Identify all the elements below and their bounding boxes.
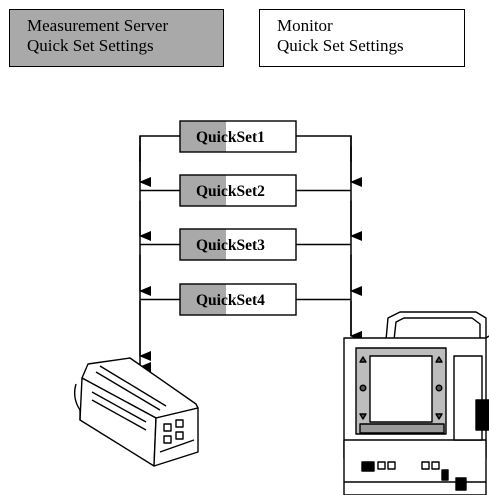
quickset-monitor-segment — [226, 121, 296, 152]
quickset-label: QuickSet1 — [196, 129, 265, 146]
left-top-connector — [139, 135, 180, 162]
quickset-label-server-part: Qui — [196, 237, 222, 254]
quickset-monitor-segment — [226, 284, 296, 315]
quickset-label-monitor-part: ckSet1 — [221, 129, 265, 146]
quickset-label: QuickSet3 — [196, 237, 265, 254]
quickset-label: QuickSet4 — [196, 292, 265, 309]
legend-server-line2: Quick Set Settings — [27, 36, 154, 55]
legend-monitor: Monitor Quick Set Settings — [259, 9, 465, 67]
quickset-label-server-part: Qui — [196, 183, 222, 200]
patient-monitor-device — [343, 311, 489, 495]
quickset-border — [179, 283, 297, 316]
legend-measurement-server: Measurement Server Quick Set Settings — [9, 9, 224, 67]
quickset-server-segment — [180, 175, 226, 206]
quickset-label-server-part: Qui — [196, 292, 222, 309]
quickset-server-segment — [180, 284, 226, 315]
quickset-border — [179, 174, 297, 207]
quickset-border — [179, 228, 297, 261]
quickset-label-monitor-part: ckSet3 — [221, 237, 265, 254]
quickset-label-monitor-part: ckSet4 — [221, 292, 265, 309]
connector-lines — [139, 135, 362, 372]
quickset-label-monitor-part: ckSet2 — [221, 183, 265, 200]
quickset-server-segment — [180, 121, 226, 152]
quickset-box: QuickSet3 — [179, 228, 297, 261]
legend-monitor-line2: Quick Set Settings — [277, 36, 404, 55]
quickset-monitor-segment — [226, 175, 296, 206]
quickset-box: QuickSet2 — [179, 174, 297, 207]
quickset-label-server-part: Qui — [196, 129, 222, 146]
measurement-server-device — [73, 357, 199, 467]
quickset-monitor-segment — [226, 229, 296, 260]
quickset-label: QuickSet2 — [196, 183, 265, 200]
legend-server-line1: Measurement Server — [27, 16, 169, 35]
quickset-server-segment — [180, 229, 226, 260]
quickset-box: QuickSet1 — [179, 120, 297, 153]
quickset-box: QuickSet4 — [179, 283, 297, 316]
right-top-connector — [296, 135, 352, 162]
legend-monitor-line1: Monitor — [277, 16, 333, 35]
quickset-border — [179, 120, 297, 153]
